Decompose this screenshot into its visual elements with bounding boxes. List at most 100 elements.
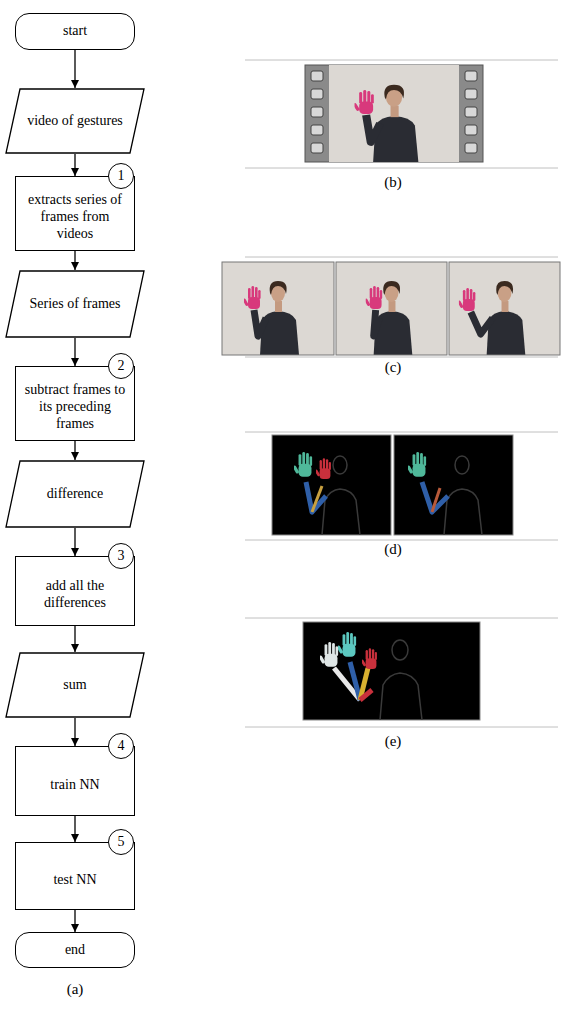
node-text: video of gestures bbox=[27, 113, 123, 130]
flow-arrow bbox=[74, 816, 75, 842]
difference-frames bbox=[292, 452, 312, 477]
film-strip bbox=[311, 89, 323, 99]
film-strip bbox=[305, 65, 483, 162]
film-strip bbox=[311, 71, 477, 153]
data-parallelogram: video of gestures bbox=[5, 88, 145, 154]
film-strip bbox=[465, 71, 477, 81]
flow-arrow bbox=[74, 154, 75, 176]
summed-difference bbox=[380, 640, 422, 720]
step-number: 3 bbox=[108, 543, 134, 569]
figure-label: (d) bbox=[363, 541, 423, 558]
separator-rule bbox=[245, 540, 558, 541]
separator-rule bbox=[245, 257, 558, 258]
film-strip bbox=[305, 65, 483, 162]
difference-frames bbox=[272, 435, 391, 535]
summed-difference bbox=[360, 690, 372, 700]
frame-series bbox=[449, 262, 560, 355]
step-number: 4 bbox=[108, 733, 134, 759]
flow-arrow bbox=[74, 528, 75, 556]
node-text: sum bbox=[63, 677, 86, 694]
step-number: 5 bbox=[108, 829, 134, 855]
flow-arrow bbox=[74, 50, 75, 88]
difference-frames bbox=[306, 482, 326, 512]
separator-rule bbox=[245, 168, 558, 169]
flow-arrow bbox=[74, 910, 75, 932]
parallelogram-outline bbox=[6, 653, 144, 717]
node-text: 4 bbox=[118, 738, 125, 755]
film-strip bbox=[311, 71, 323, 81]
separator-rule bbox=[245, 618, 558, 619]
parallelogram-outline bbox=[6, 271, 144, 337]
figure-label: (a) bbox=[45, 981, 105, 998]
film-strip bbox=[311, 107, 323, 117]
difference-frames bbox=[322, 456, 482, 535]
separator-rule bbox=[245, 60, 558, 61]
frame-series bbox=[222, 262, 560, 355]
film-strip bbox=[311, 125, 323, 135]
frame-series bbox=[222, 262, 334, 355]
flow-arrow bbox=[74, 718, 75, 746]
flow-arrow bbox=[74, 338, 75, 366]
separator-rule bbox=[245, 432, 558, 433]
figure-label: (b) bbox=[363, 174, 423, 191]
figure-label: (e) bbox=[363, 733, 423, 750]
flow-arrow bbox=[74, 626, 75, 652]
summed-difference bbox=[318, 642, 338, 667]
node-text: end bbox=[65, 942, 85, 959]
parallelogram-outline bbox=[6, 89, 144, 153]
difference-frames bbox=[312, 486, 322, 512]
summed-difference bbox=[392, 640, 408, 660]
flow-arrow bbox=[74, 441, 75, 460]
difference-frames bbox=[406, 452, 426, 477]
terminal-box: end bbox=[15, 932, 135, 968]
data-parallelogram: difference bbox=[5, 460, 145, 528]
summed-difference bbox=[303, 622, 480, 720]
difference-frames bbox=[432, 488, 440, 512]
summed-difference bbox=[336, 632, 356, 657]
film-strip bbox=[329, 65, 459, 162]
summed-difference bbox=[303, 622, 480, 720]
terminal-box: start bbox=[15, 13, 135, 50]
difference-frames bbox=[272, 435, 513, 535]
node-text: start bbox=[63, 23, 87, 40]
separator-rule bbox=[245, 357, 558, 358]
difference-frames bbox=[455, 456, 469, 474]
data-parallelogram: sum bbox=[5, 652, 145, 718]
node-text: 2 bbox=[118, 358, 125, 375]
separator-rule bbox=[245, 60, 558, 727]
difference-frames bbox=[314, 458, 330, 479]
data-parallelogram: Series of frames bbox=[5, 270, 145, 338]
node-text: 5 bbox=[118, 834, 125, 851]
film-strip bbox=[465, 143, 477, 153]
frame-series bbox=[449, 262, 560, 355]
node-text: subtract frames to its preceding frames bbox=[24, 382, 126, 432]
node-text: add all the differences bbox=[24, 578, 126, 612]
difference-frames bbox=[322, 489, 360, 535]
difference-frames bbox=[444, 489, 482, 535]
difference-frames bbox=[394, 435, 513, 535]
film-strip bbox=[311, 143, 323, 153]
node-text: train NN bbox=[50, 777, 99, 794]
frame-series bbox=[222, 262, 334, 355]
difference-frames bbox=[422, 482, 448, 512]
film-strip bbox=[465, 125, 477, 135]
node-text: 1 bbox=[118, 168, 125, 185]
node-text: extracts series of frames from videos bbox=[24, 192, 126, 242]
frame-series bbox=[336, 262, 447, 355]
parallelogram-outline bbox=[6, 461, 144, 527]
film-strip bbox=[465, 89, 477, 99]
summed-difference bbox=[360, 648, 376, 669]
node-text: Series of frames bbox=[30, 296, 121, 313]
step-number: 2 bbox=[108, 353, 134, 379]
node-text: 3 bbox=[118, 548, 125, 565]
frame-series bbox=[336, 262, 447, 355]
step-number: 1 bbox=[108, 163, 134, 189]
frame-series bbox=[222, 262, 560, 355]
summed-difference bbox=[350, 662, 360, 700]
film-strip bbox=[465, 107, 477, 117]
figure-label: (c) bbox=[363, 359, 423, 376]
difference-frames bbox=[333, 456, 347, 474]
summed-difference bbox=[380, 673, 422, 720]
flow-arrow bbox=[74, 251, 75, 270]
node-text: test NN bbox=[53, 872, 96, 889]
